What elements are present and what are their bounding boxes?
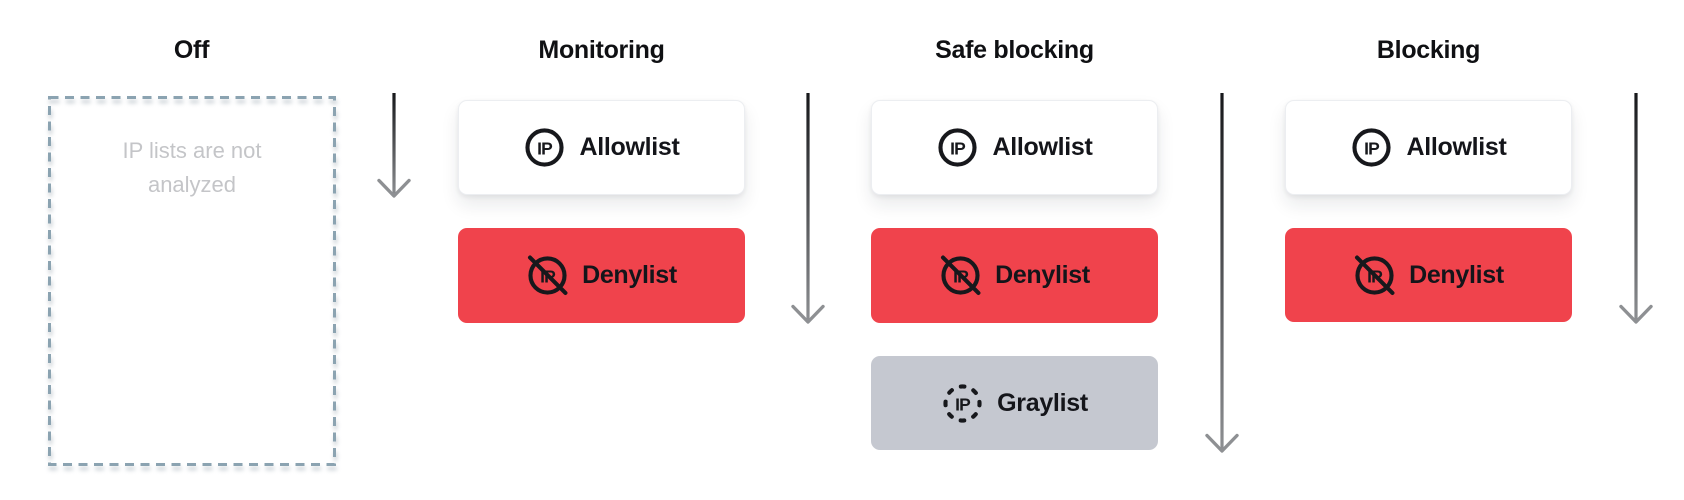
allowlist-card: IP Allowlist xyxy=(1285,100,1572,195)
down-arrow-safe-blocking-to-blocking xyxy=(1205,93,1239,453)
down-arrow-monitoring-to-safe-blocking xyxy=(791,93,825,324)
allowlist-card: IP Allowlist xyxy=(458,100,745,195)
icon-letters: IP xyxy=(538,138,554,158)
off-empty-note: IP lists are not analyzed xyxy=(122,138,262,197)
column-title-monitoring: Monitoring xyxy=(538,36,665,64)
down-arrow-after-blocking xyxy=(1619,93,1653,324)
icon-letters: IP xyxy=(951,138,967,158)
icon-letters: IP xyxy=(1365,138,1381,158)
off-empty-dashed-box xyxy=(48,96,336,466)
card-label: Allowlist xyxy=(1406,133,1507,161)
allowlist-card: IP Allowlist xyxy=(871,100,1158,195)
ip-blocked-icon: IP xyxy=(528,255,568,296)
denylist-card: IP Denylist xyxy=(871,228,1158,323)
denylist-card: IP Denylist xyxy=(1285,228,1572,322)
column-title-blocking: Blocking xyxy=(1376,36,1481,64)
ip-circle-icon: IP xyxy=(1352,128,1392,167)
column-title-off: Off xyxy=(173,36,210,64)
graylist-card: IP Graylist xyxy=(871,356,1158,450)
ip-blocked-icon: IP xyxy=(941,255,981,296)
card-label: Allowlist xyxy=(579,133,680,161)
ip-circle-icon: IP xyxy=(525,128,565,167)
icon-letters: IP xyxy=(955,394,971,414)
denylist-card: IP Denylist xyxy=(458,228,745,323)
card-label: Denylist xyxy=(582,261,677,289)
card-label: Allowlist xyxy=(992,133,1093,161)
card-label: Denylist xyxy=(1409,260,1504,289)
ip-blocked-icon: IP xyxy=(1355,255,1395,295)
card-label: Denylist xyxy=(995,261,1090,289)
ip-dashed-circle-icon: IP xyxy=(943,383,982,423)
down-arrow-off-to-monitoring xyxy=(377,93,411,198)
column-title-safe-blocking: Safe blocking xyxy=(935,36,1094,64)
ip-circle-icon: IP xyxy=(938,128,978,167)
card-label: Graylist xyxy=(997,388,1088,417)
